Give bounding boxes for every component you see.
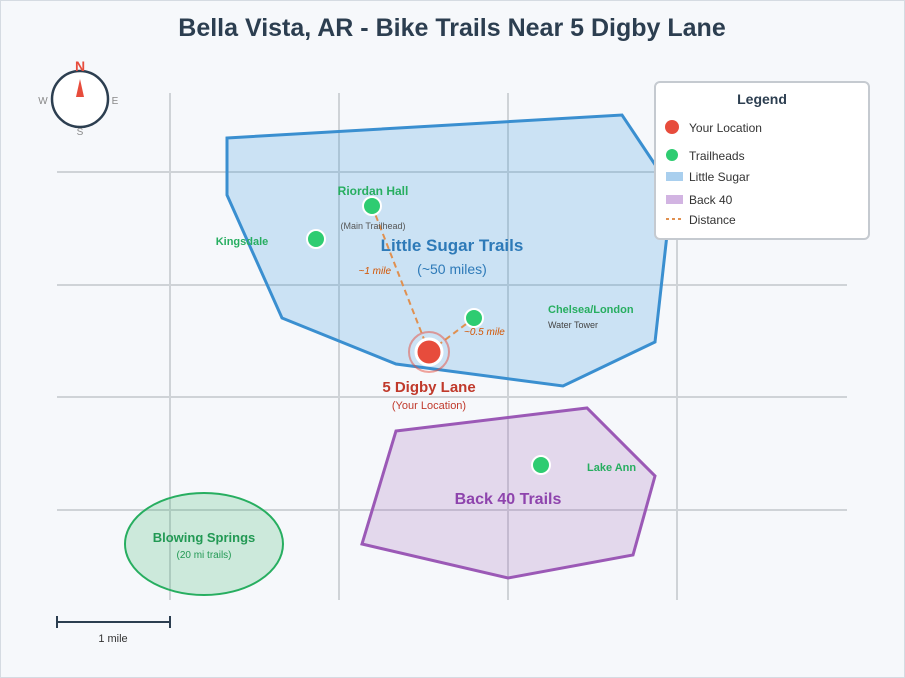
- your-location[interactable]: 5 Digby Lane (Your Location): [382, 331, 476, 412]
- trailhead-detail: Water Tower: [548, 320, 598, 330]
- location-label: 5 Digby Lane: [382, 379, 475, 396]
- street-grid: [57, 93, 847, 600]
- compass-north: N: [75, 58, 85, 74]
- compass: N S E W: [38, 58, 118, 138]
- trailhead-marker[interactable]: [306, 229, 326, 249]
- location-marker[interactable]: [414, 337, 444, 367]
- back40-label: Back 40 Trails: [455, 491, 562, 508]
- legend-little-sugar-swatch: [666, 172, 683, 181]
- trailhead-riordan[interactable]: Riordan Hall (Main Trailhead): [338, 184, 409, 231]
- location-ring: [408, 331, 450, 373]
- trailhead-label: Lake Ann: [587, 462, 636, 474]
- legend-trailhead-icon: [666, 149, 678, 161]
- scale-bar: [56, 616, 171, 628]
- distance-lines: [371, 205, 475, 353]
- legend-back40-swatch: [666, 195, 683, 204]
- legend-item: Your Location: [689, 121, 762, 135]
- legend-title: Legend: [737, 91, 787, 107]
- blowing-springs-area[interactable]: [124, 492, 284, 596]
- trailhead-lake-ann[interactable]: Lake Ann: [531, 455, 636, 475]
- distance-label-riordan: ~1 mile: [358, 266, 391, 277]
- blowing-springs-label: Blowing Springs: [153, 530, 256, 545]
- compass-ring: [50, 69, 110, 129]
- scale-label: 1 mile: [98, 633, 127, 645]
- trailhead-marker[interactable]: [531, 455, 551, 475]
- legend-item: Distance: [689, 213, 736, 227]
- trailhead-label: Riordan Hall: [338, 184, 409, 198]
- trailhead-kingsdale[interactable]: Kingsdale: [216, 229, 326, 249]
- compass-needle-icon: [76, 79, 84, 97]
- little-sugar-detail: (~50 miles): [417, 261, 487, 277]
- trailhead-marker[interactable]: [362, 196, 382, 216]
- location-detail: (Your Location): [392, 400, 466, 412]
- distance-label-chelsea: ~0.5 mile: [464, 327, 505, 338]
- legend-item: Back 40: [689, 193, 733, 207]
- legend-location-icon: [665, 120, 679, 134]
- back40-area[interactable]: [360, 406, 657, 580]
- little-sugar-label: Little Sugar Trails: [381, 236, 524, 255]
- trailhead-detail: (Main Trailhead): [340, 221, 405, 231]
- trailhead-label: Chelsea/London: [548, 304, 634, 316]
- compass-south: S: [77, 127, 84, 138]
- trailhead-label: Kingsdale: [216, 236, 269, 248]
- map-title: Bella Vista, AR - Bike Trails Near 5 Dig…: [178, 14, 726, 42]
- legend-item: Little Sugar: [689, 170, 750, 184]
- legend: Legend Your Location Trailheads Little S…: [654, 81, 870, 240]
- legend-item: Trailheads: [689, 149, 745, 163]
- little-sugar-area[interactable]: [225, 113, 674, 388]
- compass-east: E: [112, 96, 119, 107]
- compass-west: W: [38, 96, 48, 107]
- trailhead-chelsea[interactable]: Chelsea/London Water Tower: [464, 304, 634, 330]
- trailhead-marker[interactable]: [464, 308, 484, 328]
- blowing-springs-detail: (20 mi trails): [176, 550, 231, 561]
